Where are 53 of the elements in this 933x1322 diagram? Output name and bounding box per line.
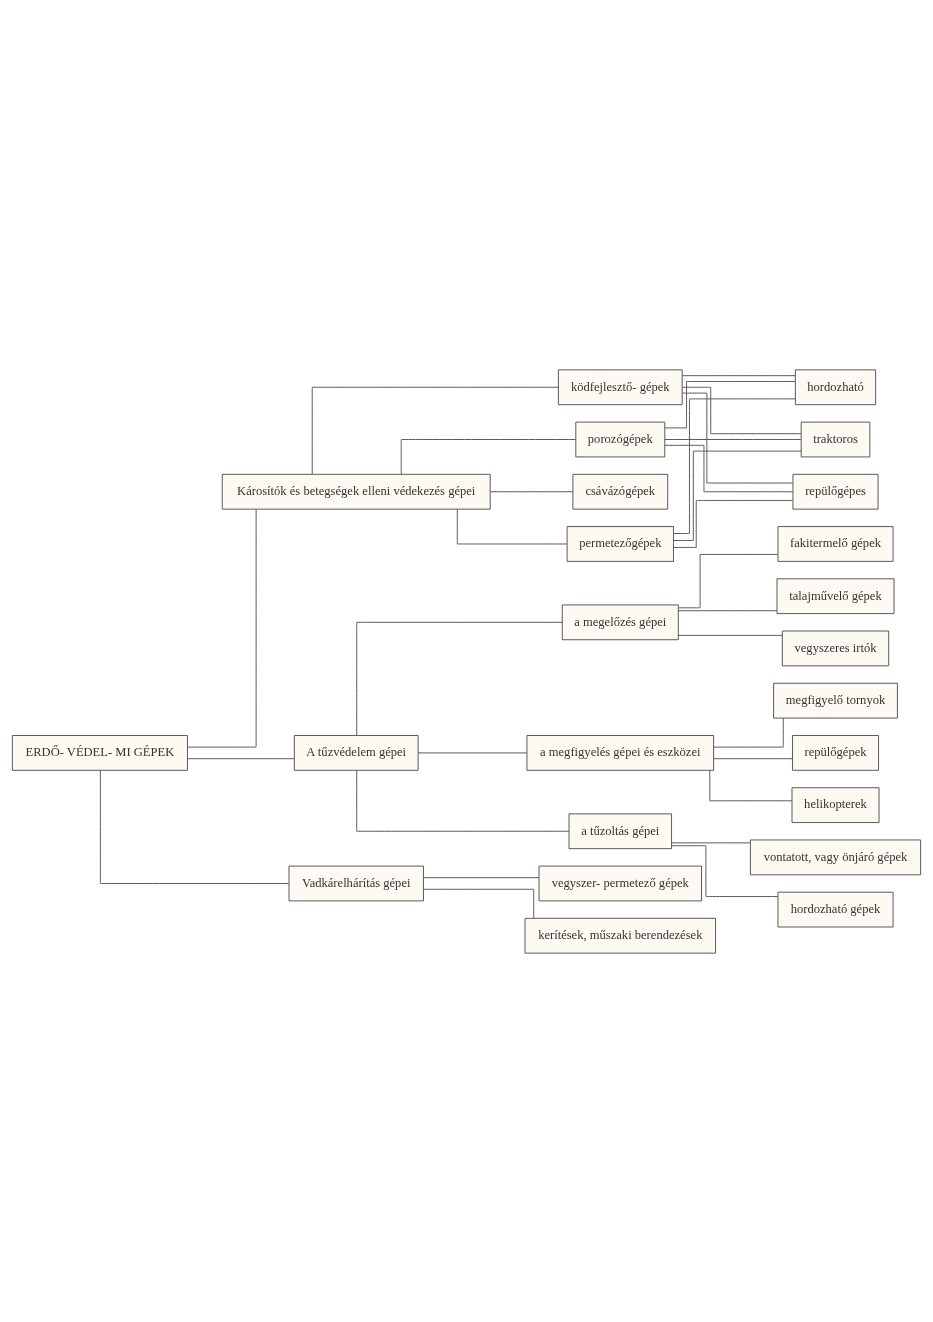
node-box: repülőgépes <box>792 473 879 510</box>
connector <box>678 553 779 608</box>
connector <box>187 757 295 759</box>
connector <box>681 374 796 376</box>
connector <box>423 888 535 919</box>
node-box: repülőgépek <box>792 734 880 771</box>
node-box: kerítések, műszaki berendezések <box>524 917 717 954</box>
node-box: hordozható gépek <box>777 891 894 927</box>
node-box: traktoros <box>800 421 871 457</box>
connector <box>681 386 802 434</box>
connector <box>417 751 528 753</box>
connector <box>713 757 793 759</box>
node-box: talajművelő gépek <box>776 577 895 614</box>
node-box: ERDŐ- VÉDEL- MI GÉPEK <box>11 734 188 771</box>
connector <box>356 621 563 736</box>
connector <box>311 386 559 474</box>
node-box: fakitermelő gépek <box>777 525 894 562</box>
connector <box>664 444 794 492</box>
node-box: porozógépek <box>575 421 666 457</box>
node-box: hordozható <box>794 368 877 405</box>
connector <box>187 508 257 748</box>
node-box: vontatott, vagy önjáró gépek <box>749 838 922 875</box>
connector <box>671 844 779 897</box>
node-box: a megelőzés gépei <box>561 603 679 640</box>
connector <box>678 609 778 611</box>
connector <box>400 438 577 475</box>
connector <box>673 397 796 534</box>
connector <box>664 380 796 428</box>
connector <box>671 841 751 843</box>
node-box: A tűzvédelem gépei <box>293 734 419 771</box>
node-box: a megfigyelés gépei és eszközei <box>526 734 715 771</box>
node-box: Vadkárelhárítás gépei <box>288 865 424 901</box>
node-box: helikopterek <box>791 786 880 823</box>
node-box: megfigyelő tornyok <box>773 682 898 719</box>
node-box: permetezőgépek <box>566 525 674 562</box>
node-box: ködfejlesztő- gépek <box>557 368 683 405</box>
connector <box>664 438 802 440</box>
connector <box>456 508 568 544</box>
connector <box>673 499 794 548</box>
connector <box>490 490 574 492</box>
node-box: a tűzoltás gépei <box>568 812 673 849</box>
node-box: vegyszer- permetező gépek <box>538 865 703 901</box>
connector <box>673 450 802 541</box>
connector <box>681 392 794 484</box>
connector <box>713 717 784 748</box>
connector <box>423 876 540 878</box>
connector <box>99 769 290 884</box>
node-box: vegyszeres irtók <box>781 630 890 666</box>
node-box: csávázógépek <box>572 473 669 510</box>
connector <box>678 634 783 636</box>
node-box: Károsítók és betegségek elleni védekezés gépei <box>221 473 491 510</box>
connector <box>709 769 793 801</box>
connector <box>356 769 570 832</box>
